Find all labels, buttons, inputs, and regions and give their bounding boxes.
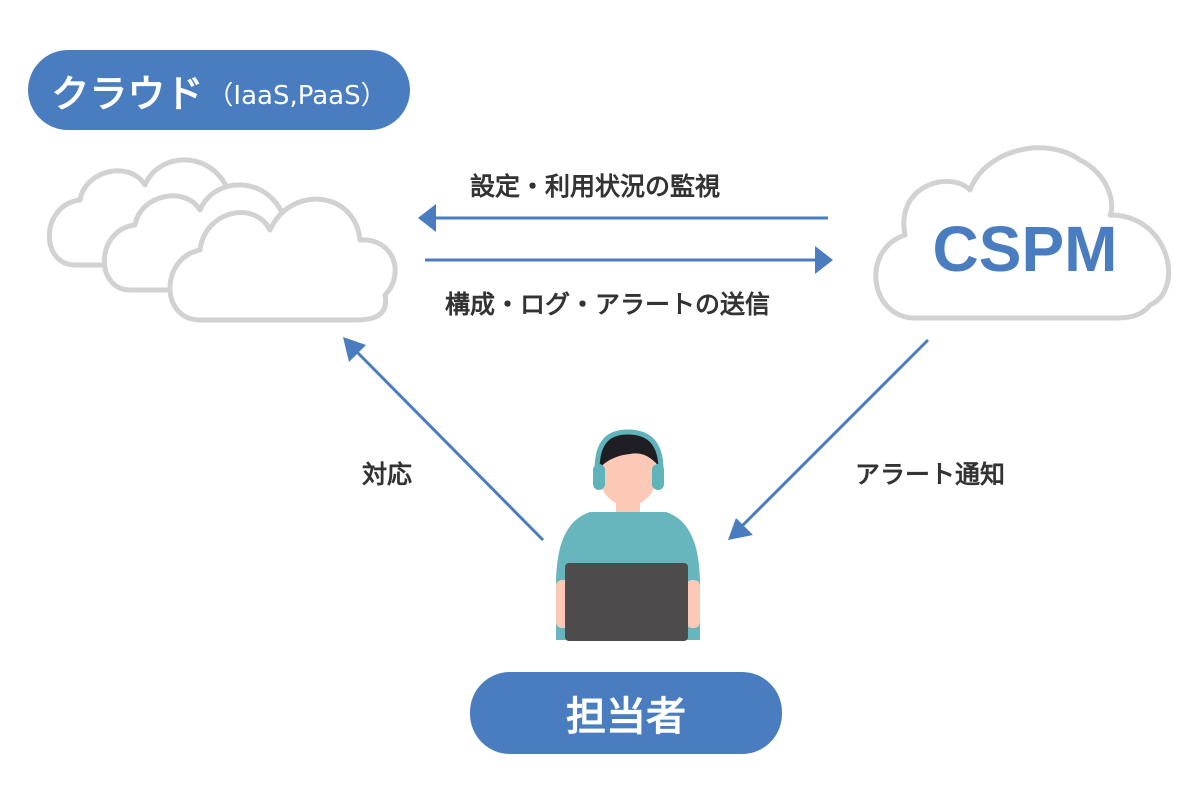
arrow-monitor	[418, 204, 828, 232]
headphone-right-icon	[652, 464, 664, 490]
operator-illustration	[556, 429, 700, 641]
hair	[597, 433, 661, 470]
cloud-front-icon	[167, 196, 398, 323]
arrow-respond	[343, 337, 545, 542]
cspm-cloud-icon	[873, 145, 1172, 321]
send-label: 構成・ログ・アラートの送信	[445, 290, 771, 319]
monitor-label: 設定・利用状況の監視	[470, 172, 721, 201]
respond-label: 対応	[362, 460, 413, 489]
headphone-left-icon	[593, 464, 605, 490]
right-arm	[686, 580, 700, 628]
cloud-badge-sub: （IaaS,PaaS）	[207, 80, 387, 111]
cspm-label: CSPM	[932, 213, 1118, 285]
cloud-badge-main: クラウド	[51, 71, 204, 116]
notify-label: アラート通知	[855, 460, 1006, 489]
operator-badge: 担当者	[470, 672, 782, 754]
cloud-badge: クラウド（IaaS,PaaS）	[28, 50, 410, 130]
cloud-stack-icon	[46, 157, 398, 323]
arrow-notify	[728, 338, 930, 540]
arrow-send	[425, 246, 833, 274]
headphones-band-icon	[594, 429, 664, 471]
laptop-icon	[565, 563, 688, 641]
